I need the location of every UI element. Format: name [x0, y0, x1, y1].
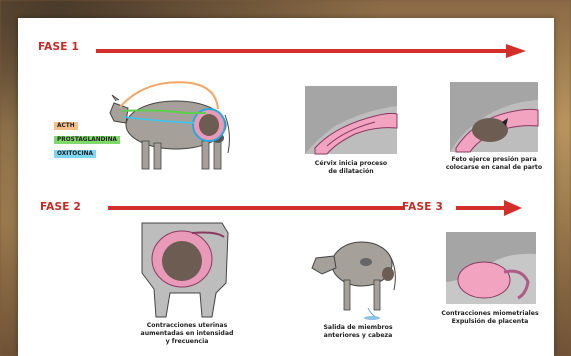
- caption-cervix-line-2: de dilatación: [293, 168, 409, 176]
- caption-contractions-line-2: aumentadas en intensidad: [122, 330, 252, 338]
- legend-prostaglandina: PROSTAGLANDINA: [54, 136, 120, 144]
- caption-cervix-line-1: Cérvix inicia proceso: [293, 160, 409, 168]
- caption-exit-line-2: anteriores y cabeza: [308, 332, 408, 340]
- caption-myometrial-line-2: Expulsión de placenta: [426, 318, 554, 326]
- phase-2-label: FASE 2: [40, 201, 81, 213]
- phase-2-arrow: [108, 203, 408, 213]
- caption-cervix: Cérvix inicia proceso de dilatación: [293, 160, 409, 176]
- legend-acth: ACTH: [54, 122, 78, 130]
- phase-1-arrow: [96, 44, 530, 58]
- caption-contractions-line-1: Contracciones uterinas: [122, 322, 252, 330]
- caption-myometrial: Contracciones miometriales Expulsión de …: [426, 310, 554, 326]
- diagram-board: FASE 1 ACTH PROSTAGLANDINA OXITOCINA: [18, 18, 554, 356]
- caption-fetus-line-1: Feto ejerce presión para: [433, 156, 554, 164]
- caption-contractions: Contracciones uterinas aumentadas en int…: [122, 322, 252, 346]
- legend-oxitocina: OXITOCINA: [54, 150, 96, 158]
- cow-hormone-illustration: [106, 73, 238, 183]
- uterine-contractions-illustration: [142, 223, 232, 318]
- phase-3-label: FASE 3: [402, 201, 443, 213]
- caption-exit-line-1: Salida de miembros: [308, 324, 408, 332]
- caption-fetus-line-2: colocarse en canal de parto: [433, 164, 554, 172]
- fetus-pressure-illustration: [450, 82, 538, 152]
- caption-exit: Salida de miembros anteriores y cabeza: [308, 324, 408, 340]
- caption-contractions-line-3: y frecuencia: [122, 338, 252, 346]
- calf-exit-illustration: [308, 230, 404, 322]
- placenta-expulsion-illustration: [446, 232, 536, 304]
- phase-1-label: FASE 1: [38, 41, 79, 53]
- caption-myometrial-line-1: Contracciones miometriales: [426, 310, 554, 318]
- cervix-dilation-illustration: [305, 86, 397, 154]
- phase-3-arrow: [456, 200, 526, 216]
- caption-fetus: Feto ejerce presión para colocarse en ca…: [433, 156, 554, 172]
